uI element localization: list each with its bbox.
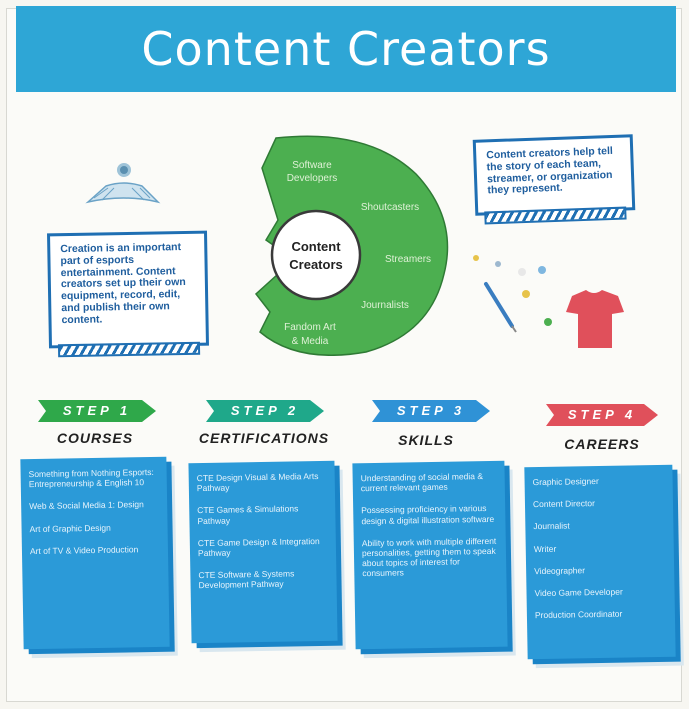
- step-2-label: STEP 2: [230, 403, 300, 418]
- certification-item: CTE Game Design & Integration Pathway: [197, 535, 320, 559]
- wheel-center-line1: Content: [291, 239, 341, 254]
- step-1-title: COURSES: [56, 430, 134, 446]
- course-item: Something from Nothing Esports: Entrepre…: [28, 466, 154, 490]
- step-3-title: SKILLS: [398, 432, 454, 448]
- title-banner: Content Creators: [16, 6, 676, 92]
- skill-item: Understanding of social media & current …: [360, 471, 484, 494]
- step-4-card: Graphic Designer Content Director Journa…: [524, 464, 676, 660]
- wheel-center: [270, 209, 362, 301]
- step-3-banner: STEP 3: [372, 400, 490, 422]
- wheel-center-line2: Creators: [289, 257, 342, 272]
- course-item: Art of Graphic Design: [29, 522, 111, 534]
- segment-shoutcasters: Shoutcasters: [361, 202, 419, 213]
- globe-book-icon: [85, 163, 161, 204]
- segment-software-developers-line1: Software: [292, 160, 332, 171]
- certification-item: CTE Software & Systems Development Pathw…: [198, 568, 295, 591]
- step-1-card: Something from Nothing Esports: Entrepre…: [20, 456, 170, 650]
- course-item: Web & Social Media 1: Design: [29, 499, 144, 512]
- career-item: Journalist: [533, 520, 570, 532]
- right-note: Content creators help tell the story of …: [472, 134, 636, 225]
- step-3-card: Understanding of social media & current …: [352, 460, 508, 650]
- left-note: Creation is an important part of esports…: [47, 230, 209, 358]
- skill-item: Ability to work with multiple different …: [361, 535, 497, 579]
- career-item: Videographer: [534, 565, 586, 576]
- segment-fandom-art-line1: Fandom Art: [284, 322, 336, 333]
- step-2-card: CTE Design Visual & Media Arts Pathway C…: [188, 460, 338, 644]
- career-item: Graphic Designer: [532, 476, 599, 488]
- content-creators-wheel: Content Creators Software Developers Sho…: [254, 135, 449, 356]
- certification-item: CTE Design Visual & Media Arts Pathway: [196, 471, 319, 494]
- course-item: Art of TV & Video Production: [29, 543, 139, 556]
- certification-item: CTE Games & Simulations Pathway: [197, 503, 299, 526]
- segment-fandom-art-line2: & Media: [292, 336, 329, 347]
- skill-item: Possessing proficiency in various design…: [361, 503, 495, 526]
- step-1-label: STEP 1: [62, 403, 132, 418]
- career-item: Production Coordinator: [534, 608, 623, 621]
- segment-software-developers-line2: Developers: [287, 173, 338, 184]
- career-item: Video Game Developer: [534, 586, 623, 599]
- segment-streamers: Streamers: [385, 254, 431, 265]
- step-2-title: CERTIFICATIONS: [198, 430, 330, 446]
- step-1-banner: STEP 1: [38, 400, 156, 422]
- left-note-text: Creation is an important part of esports…: [60, 241, 186, 326]
- step-4-label: STEP 4: [567, 407, 637, 422]
- step-3-label: STEP 3: [396, 403, 466, 418]
- step-2-banner: STEP 2: [206, 400, 324, 422]
- paint-tshirt-icon: [473, 255, 624, 348]
- segment-journalists: Journalists: [361, 300, 409, 311]
- career-item: Content Director: [532, 498, 595, 510]
- left-note-hatch: [57, 341, 201, 358]
- career-item: Writer: [533, 543, 557, 554]
- step-4-banner: STEP 4: [546, 404, 658, 426]
- page-title: Content Creators: [141, 22, 551, 76]
- step-4-title: CAREERS: [564, 436, 640, 452]
- right-note-text: Content creators help tell the story of …: [486, 144, 614, 197]
